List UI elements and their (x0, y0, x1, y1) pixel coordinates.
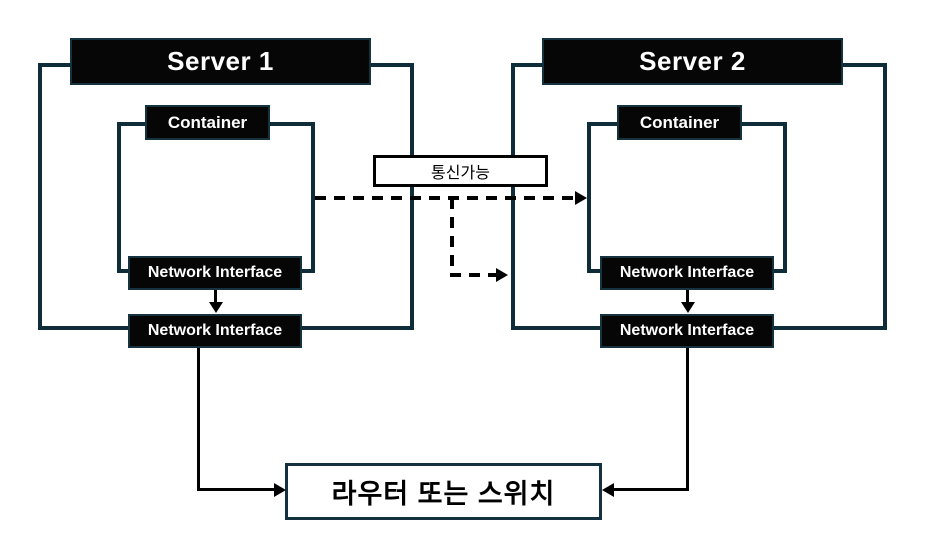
comm-dashed-line-main (315, 196, 575, 200)
comm-label-box: 통신가능 (373, 155, 548, 187)
server2-router-line-vertical (686, 348, 689, 489)
comm-dashed-branch-horizontal (450, 273, 496, 277)
server1-container-label-box: Container (145, 105, 270, 140)
comm-branch-arrowhead-icon (496, 268, 508, 282)
server2-container-label: Container (639, 112, 720, 132)
comm-dashed-arrowhead-icon (575, 191, 587, 205)
server2-container-label-box: Container (617, 105, 742, 140)
server1-router-line-vertical (197, 348, 200, 489)
server2-host-nic-label: Network Interface (619, 322, 755, 339)
server1-host-nic-box: Network Interface (128, 314, 302, 348)
router-box: 라우터 또는 스위치 (285, 463, 602, 520)
server1-router-line-horizontal (197, 488, 275, 491)
router-label: 라우터 또는 스위치 (331, 479, 556, 509)
server2-container-nic-box: Network Interface (600, 256, 774, 290)
server2-title-box: Server 2 (542, 38, 843, 85)
server2-container-frame (587, 122, 787, 273)
server1-host-nic-label: Network Interface (147, 322, 283, 339)
server2-container-nic-label: Network Interface (619, 264, 755, 281)
server1-title: Server 1 (167, 46, 274, 76)
server1-router-arrowhead-icon (274, 483, 286, 497)
server2-nic-link-arrowhead-icon (681, 302, 695, 313)
server1-container-label: Container (167, 112, 248, 132)
server1-container-nic-box: Network Interface (128, 256, 302, 290)
server1-container-frame (117, 122, 315, 273)
server1-container-nic-label: Network Interface (147, 264, 283, 281)
server2-host-nic-box: Network Interface (600, 314, 774, 348)
server2-router-arrowhead-icon (602, 483, 614, 497)
server2-nic-link-line (686, 290, 689, 303)
comm-dashed-branch-vertical (450, 198, 454, 277)
server1-title-box: Server 1 (70, 38, 371, 85)
comm-label: 통신가능 (431, 165, 490, 182)
server2-router-line-horizontal (613, 488, 689, 491)
server1-nic-link-arrowhead-icon (209, 302, 223, 313)
server1-nic-link-line (214, 290, 217, 303)
server2-title: Server 2 (639, 46, 746, 76)
